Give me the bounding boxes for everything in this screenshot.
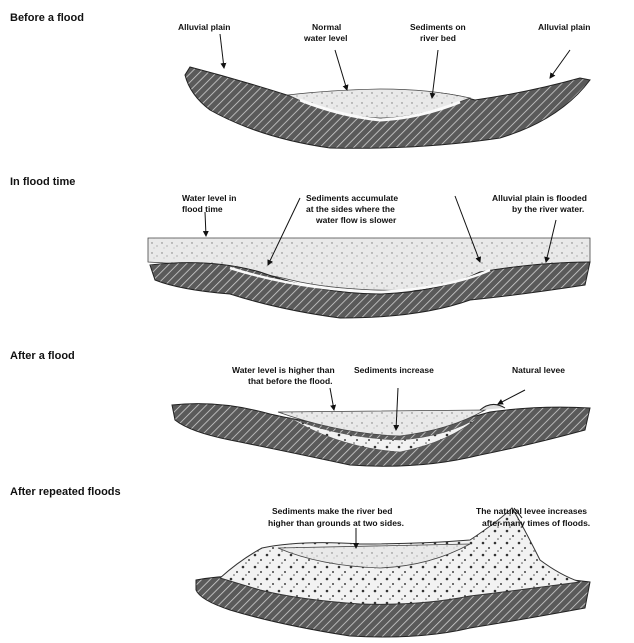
cross-section-flood-time (148, 238, 590, 318)
label-higher-1: Water level is higher than (232, 365, 335, 375)
label-alluvial-plain-left: Alluvial plain (178, 22, 230, 32)
label-water-level-1: Water level in (182, 193, 236, 203)
label-sediments-2: river bed (420, 33, 456, 43)
label-higher-2: that before the flood. (248, 376, 333, 386)
label-water-level-2: flood time (182, 204, 223, 214)
label-natural-levee: Natural levee (512, 365, 565, 375)
cross-section-after (172, 404, 590, 467)
label-flooded-2: by the river water. (512, 204, 584, 214)
label-flooded-1: Alluvial plain is flooded (492, 193, 587, 203)
label-accumulate-3: water flow is slower (316, 215, 396, 225)
label-raised-bed-1: Sediments make the river bed (272, 506, 392, 516)
label-levee-increases-2: after many times of floods. (482, 518, 590, 528)
label-accumulate-1: Sediments accumulate (306, 193, 398, 203)
cross-section-before (185, 67, 590, 148)
label-levee-increases-1: The natural levee increases (476, 506, 587, 516)
label-accumulate-2: at the sides where the (306, 204, 395, 214)
label-sediments-1: Sediments on (410, 22, 466, 32)
label-normal-level-1: Normal (312, 22, 341, 32)
label-normal-level-2: water level (304, 33, 347, 43)
label-sediments-increase: Sediments increase (354, 365, 434, 375)
label-raised-bed-2: higher than grounds at two sides. (268, 518, 404, 528)
natural-levee-small (480, 404, 505, 410)
arrows-before (220, 34, 570, 98)
label-alluvial-plain-right: Alluvial plain (538, 22, 590, 32)
